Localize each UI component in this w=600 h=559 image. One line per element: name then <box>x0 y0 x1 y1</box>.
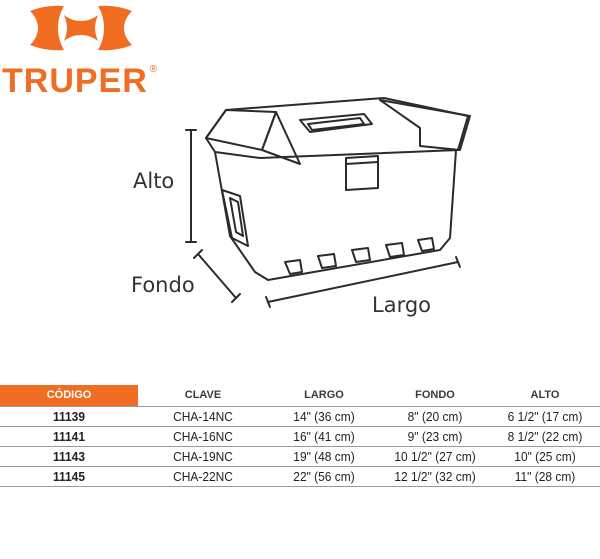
cell-fondo: 12 1/2" (32 cm) <box>384 466 486 487</box>
cell-clave: CHA-16NC <box>143 426 263 447</box>
column-header-fondo: FONDO <box>380 385 490 407</box>
dimension-label-fondo: Fondo <box>131 273 195 297</box>
table-row: 11145 CHA-22NC 22" (56 cm) 12 1/2" (32 c… <box>0 466 600 487</box>
cell-codigo: 11141 <box>5 426 133 447</box>
cell-alto: 8 1/2" (22 cm) <box>494 426 596 447</box>
cell-alto: 6 1/2" (17 cm) <box>494 406 596 427</box>
table-row: 11143 CHA-19NC 19" (48 cm) 10 1/2" (27 c… <box>0 446 600 467</box>
cell-codigo: 11143 <box>5 446 133 467</box>
cell-clave: CHA-19NC <box>143 446 263 467</box>
column-header-alto: ALTO <box>490 385 600 407</box>
table-row: 11139 CHA-14NC 14" (36 cm) 8" (20 cm) 6 … <box>0 406 600 427</box>
cell-clave: CHA-14NC <box>143 406 263 427</box>
table-header-row: CÓDIGO CLAVE LARGO FONDO ALTO <box>0 385 600 407</box>
dimension-label-largo: Largo <box>372 293 432 317</box>
cell-largo: 16" (41 cm) <box>272 426 376 447</box>
cell-alto: 10" (25 cm) <box>494 446 596 467</box>
specifications-table: CÓDIGO CLAVE LARGO FONDO ALTO 11139 CHA-… <box>0 385 600 487</box>
cell-alto: 11" (28 cm) <box>494 466 596 487</box>
cell-codigo: 11145 <box>5 466 133 487</box>
cell-codigo: 11139 <box>5 406 133 427</box>
toolbox-outline-icon <box>185 97 471 308</box>
column-header-largo: LARGO <box>268 385 380 407</box>
brand-wordmark: TRUPER® <box>2 62 158 101</box>
cell-clave: CHA-22NC <box>143 466 263 487</box>
cell-fondo: 10 1/2" (27 cm) <box>384 446 486 467</box>
cell-fondo: 8" (20 cm) <box>384 406 486 427</box>
truper-logo: TRUPER® <box>0 0 175 110</box>
registered-mark: ® <box>149 64 159 75</box>
cell-largo: 19" (48 cm) <box>272 446 376 467</box>
cell-largo: 22" (56 cm) <box>272 466 376 487</box>
truper-logo-icon <box>30 5 132 51</box>
table-row: 11141 CHA-16NC 16" (41 cm) 9" (23 cm) 8 … <box>0 426 600 447</box>
column-header-clave: CLAVE <box>138 385 268 407</box>
cell-fondo: 9" (23 cm) <box>384 426 486 447</box>
cell-largo: 14" (36 cm) <box>272 406 376 427</box>
brand-name: TRUPER <box>2 62 148 100</box>
column-header-codigo: CÓDIGO <box>0 385 138 407</box>
dimension-label-alto: Alto <box>133 169 175 193</box>
